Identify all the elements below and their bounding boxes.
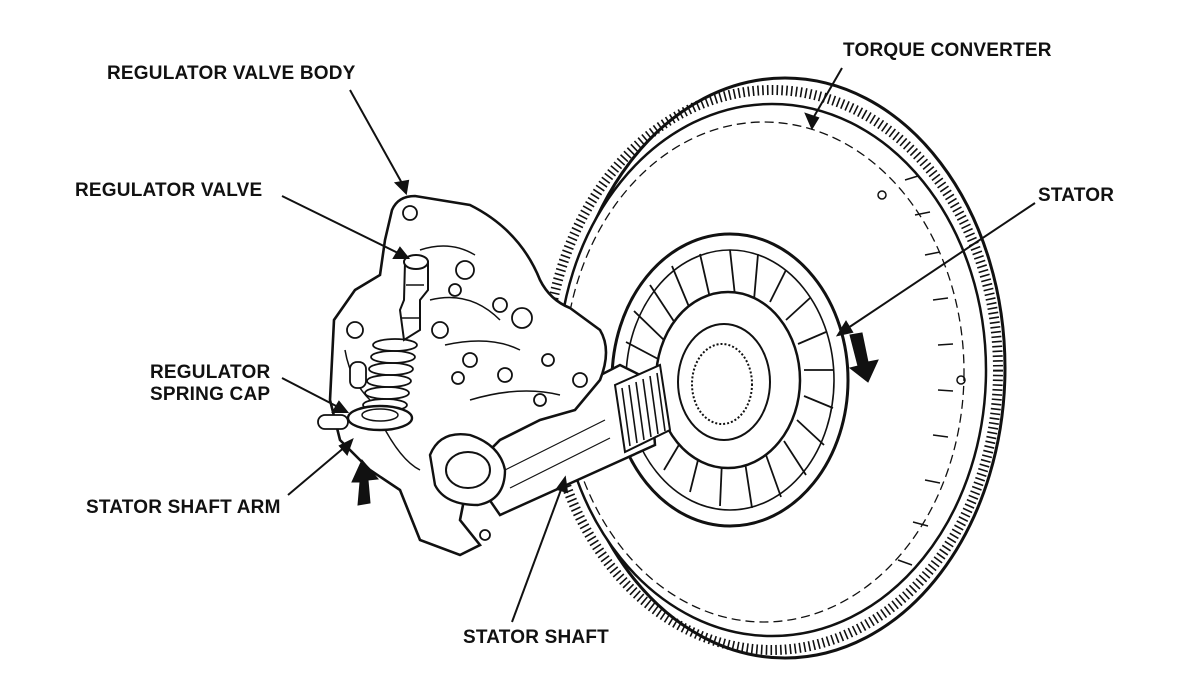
stator bbox=[610, 232, 850, 528]
label-stator: STATOR bbox=[1038, 185, 1115, 206]
label-regulator-valve-body: REGULATOR VALVE BODY bbox=[107, 63, 356, 84]
regulator-valve-body bbox=[328, 194, 608, 557]
rotation-arrow-stator bbox=[848, 332, 879, 383]
label-stator-shaft-arm: STATOR SHAFT ARM bbox=[86, 497, 281, 518]
label-regulator-spring-cap: REGULATOR SPRING CAP bbox=[150, 362, 270, 406]
label-regulator-valve: REGULATOR VALVE bbox=[75, 180, 263, 201]
motion-arrow-arm bbox=[351, 459, 379, 506]
leader-lines bbox=[281, 67, 1036, 623]
label-regulator-spring-cap-line2: SPRING CAP bbox=[150, 384, 271, 405]
regulator-valve bbox=[317, 254, 429, 432]
regulator-spring bbox=[362, 338, 418, 412]
label-regulator-spring-cap-line1: REGULATOR bbox=[150, 362, 271, 383]
label-stator-shaft: STATOR SHAFT bbox=[463, 627, 609, 648]
label-torque-converter: TORQUE CONVERTER bbox=[843, 40, 1052, 61]
ring-gear-teeth bbox=[541, 85, 1003, 655]
